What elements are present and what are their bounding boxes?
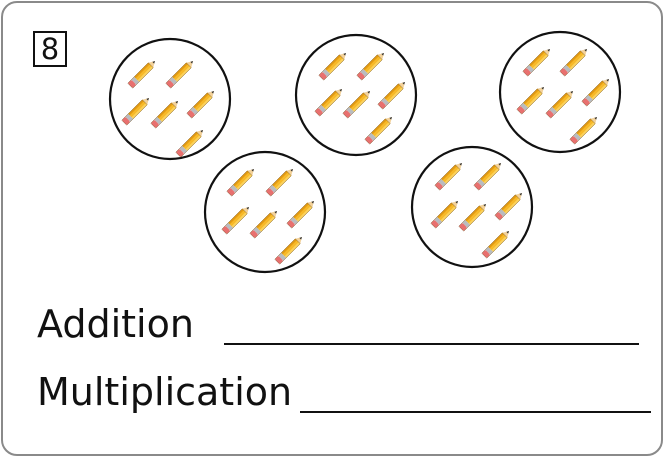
- group-circle: [108, 37, 232, 161]
- pencil-group: [498, 30, 622, 154]
- pencil-group: [294, 33, 418, 157]
- pencil-group: [203, 150, 327, 274]
- card-number-box: 8: [33, 31, 67, 67]
- multiplication-label: Multiplication: [37, 370, 293, 414]
- group-circle: [410, 145, 534, 269]
- pencil-groups: [108, 30, 622, 274]
- addition-answer-blank[interactable]: [224, 343, 639, 345]
- multiplication-answer-blank[interactable]: [300, 411, 651, 413]
- pencil-group: [108, 37, 232, 161]
- group-circle: [294, 33, 418, 157]
- group-circle: [498, 30, 622, 154]
- worksheet-card: 8: [1, 1, 663, 456]
- addition-label: Addition: [37, 302, 194, 346]
- pencil-group: [410, 145, 534, 269]
